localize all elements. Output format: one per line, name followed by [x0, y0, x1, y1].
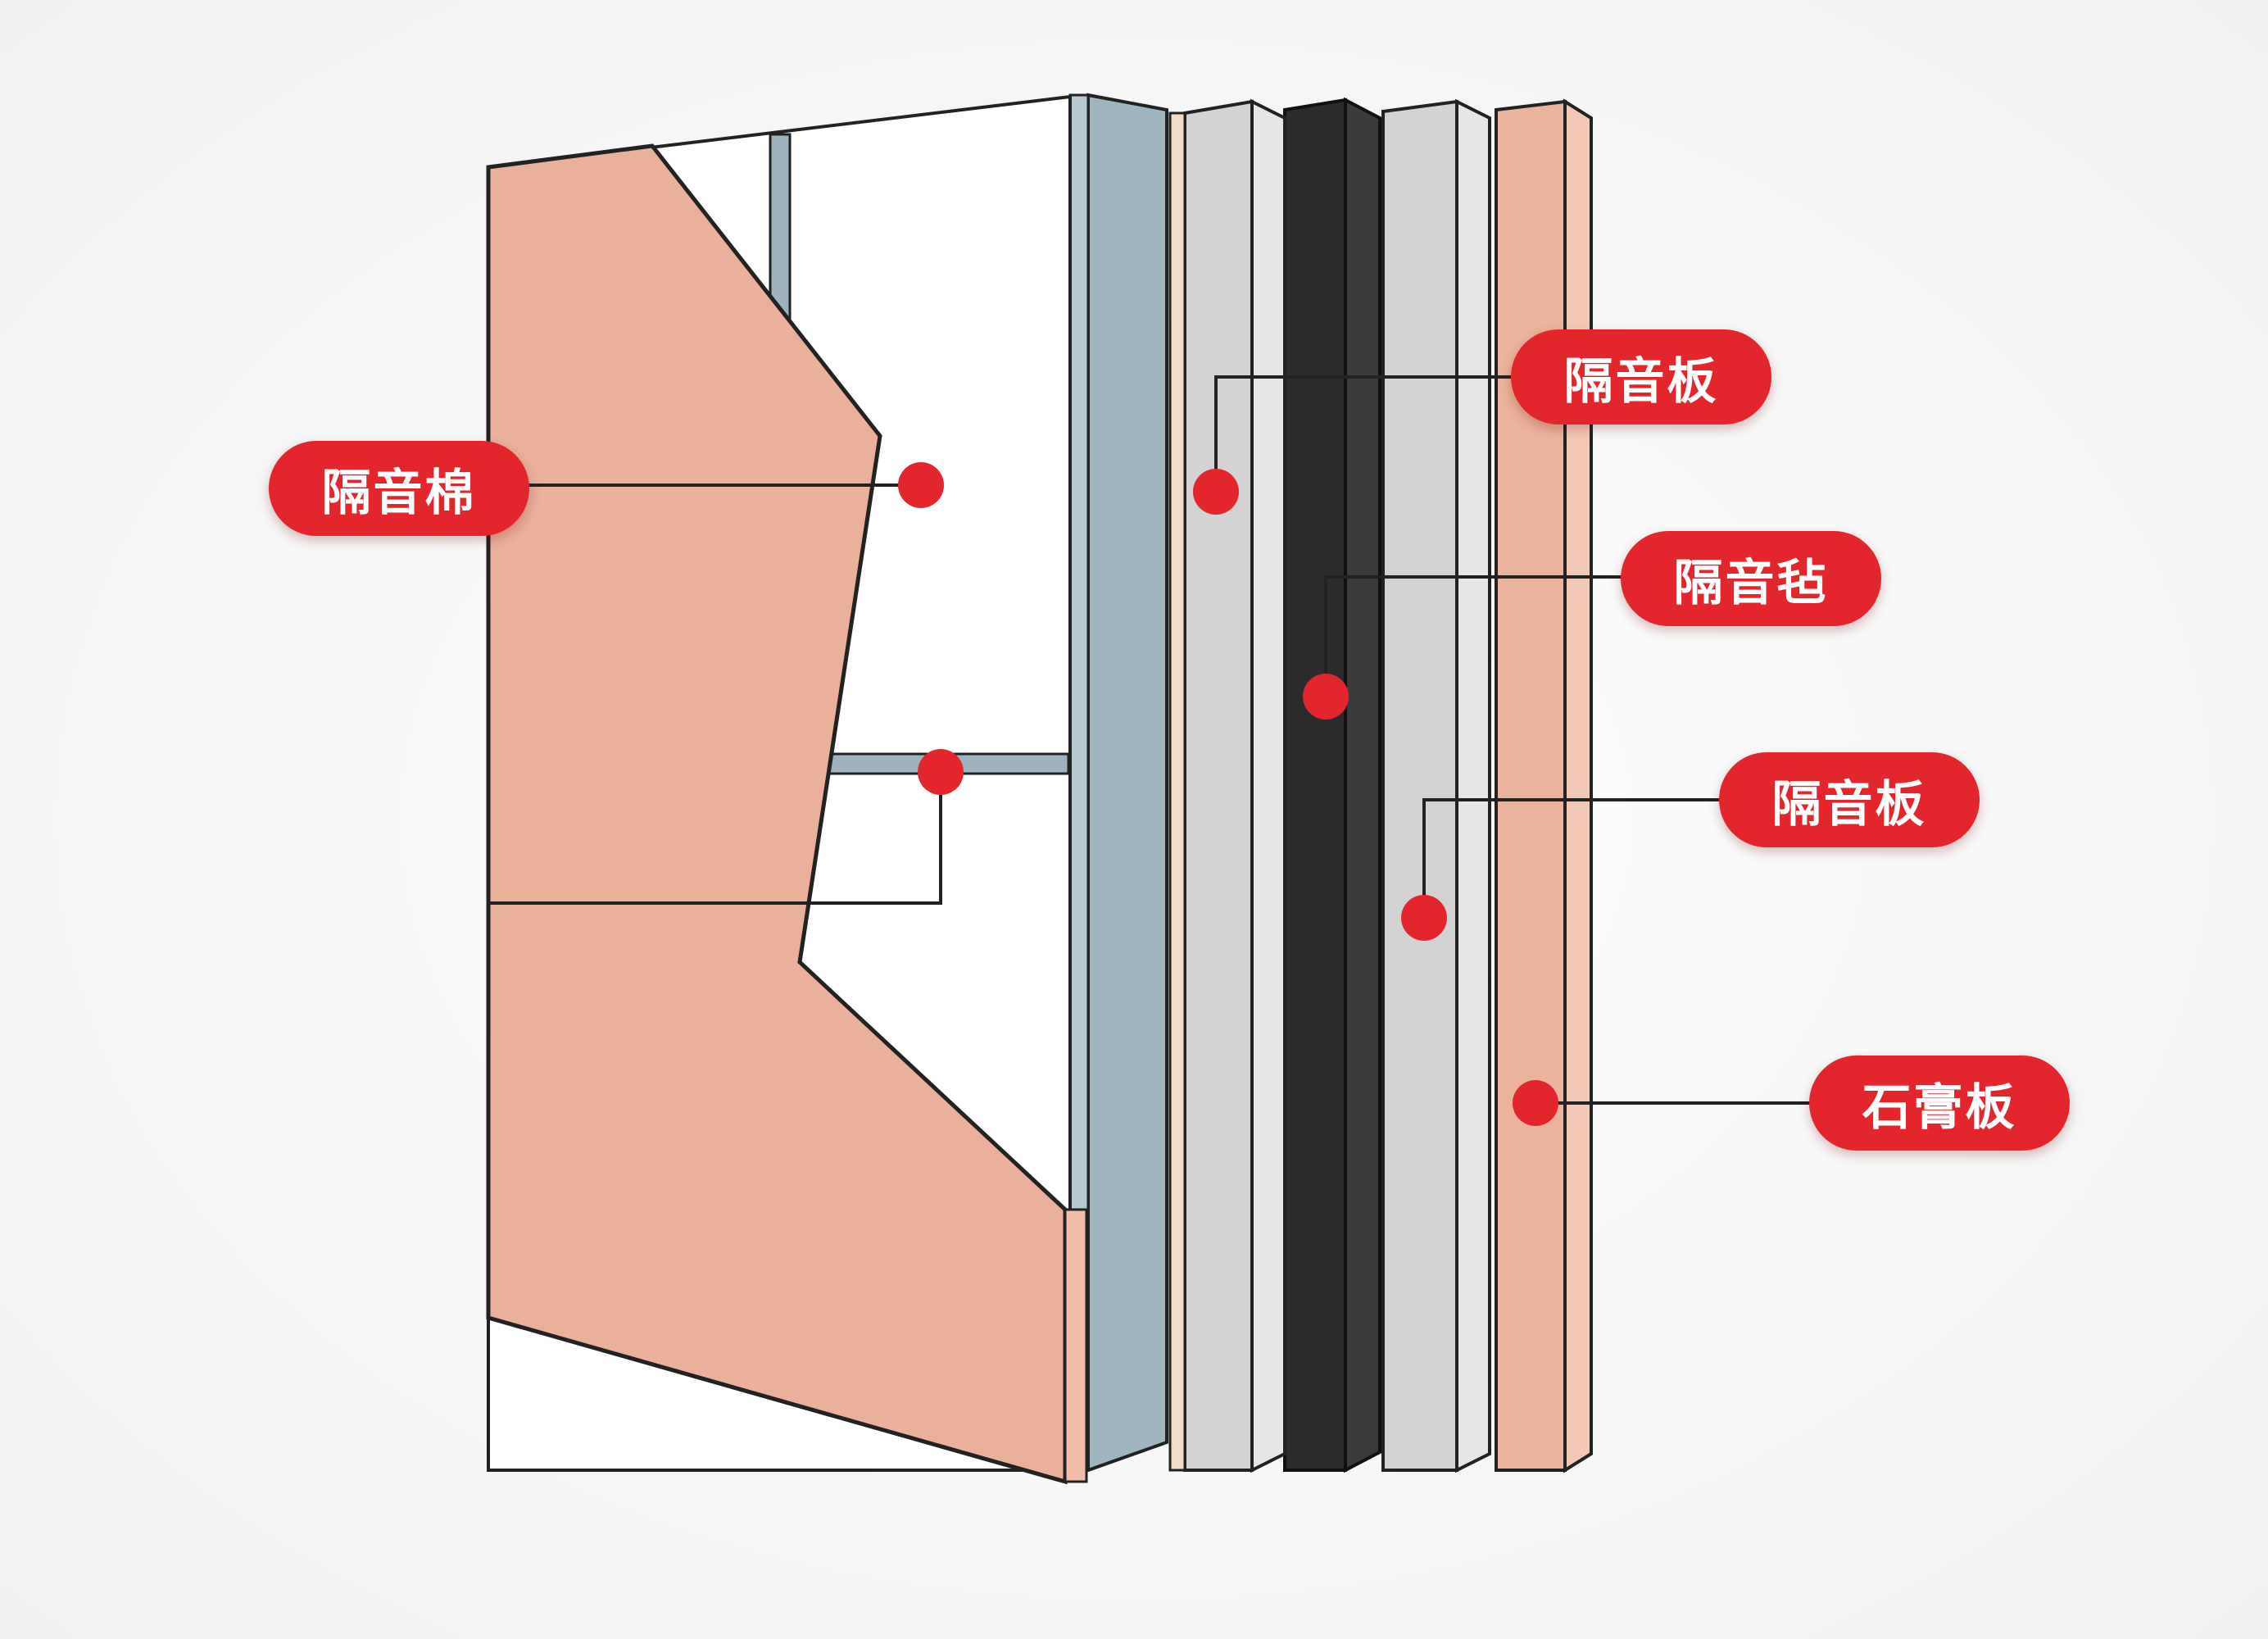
gypsum-board-side — [1563, 98, 1593, 1473]
label-soundproof-board-top: 隔音板 — [1511, 329, 1771, 425]
blue-board-front — [1086, 93, 1168, 1473]
soundproof-board-2-side — [1455, 98, 1491, 1473]
soundproof-cotton-layer — [486, 143, 1088, 1485]
leader-lines — [488, 375, 1812, 1105]
marker-dot-board-bottom — [1401, 895, 1447, 941]
soundproof-board-1-front — [1183, 99, 1254, 1472]
marker-dot-gypsum — [1513, 1080, 1558, 1126]
marker-dot-cotton — [898, 462, 944, 508]
soundproof-cotton-edge — [1064, 1208, 1088, 1483]
soundproof-board-1-layer — [1168, 98, 1286, 1473]
label-soundproof-board-bottom: 隔音板 — [1719, 752, 1980, 847]
label-soundproof-cotton: 隔音棉 — [269, 441, 529, 536]
marker-dot-board-top — [1193, 469, 1239, 515]
soundproof-felt-front — [1283, 98, 1347, 1472]
marker-dot-felt — [1303, 674, 1349, 720]
gypsum-board-layer — [1495, 98, 1593, 1473]
soundproof-board-1-strip — [1168, 111, 1186, 1472]
leader-line-felt — [1324, 575, 1622, 695]
leader-line-stud — [488, 774, 942, 905]
soundproof-felt-side — [1344, 97, 1381, 1473]
soundproof-felt-layer — [1283, 97, 1381, 1473]
marker-dot-stud — [918, 749, 964, 795]
leader-line-board-bottom — [1422, 798, 1721, 918]
soundproof-board-2-layer — [1381, 98, 1491, 1473]
marker-dots — [898, 462, 1558, 1126]
label-soundproof-felt: 隔音毡 — [1621, 531, 1881, 626]
label-gypsum-board: 石膏板 — [1809, 1056, 2070, 1151]
soundproof-board-1-side — [1250, 98, 1286, 1473]
gypsum-board-front — [1495, 99, 1567, 1472]
blue-board-layer — [1068, 93, 1168, 1473]
soundproof-board-2-front — [1381, 99, 1458, 1472]
leader-line-board-top — [1214, 375, 1513, 490]
